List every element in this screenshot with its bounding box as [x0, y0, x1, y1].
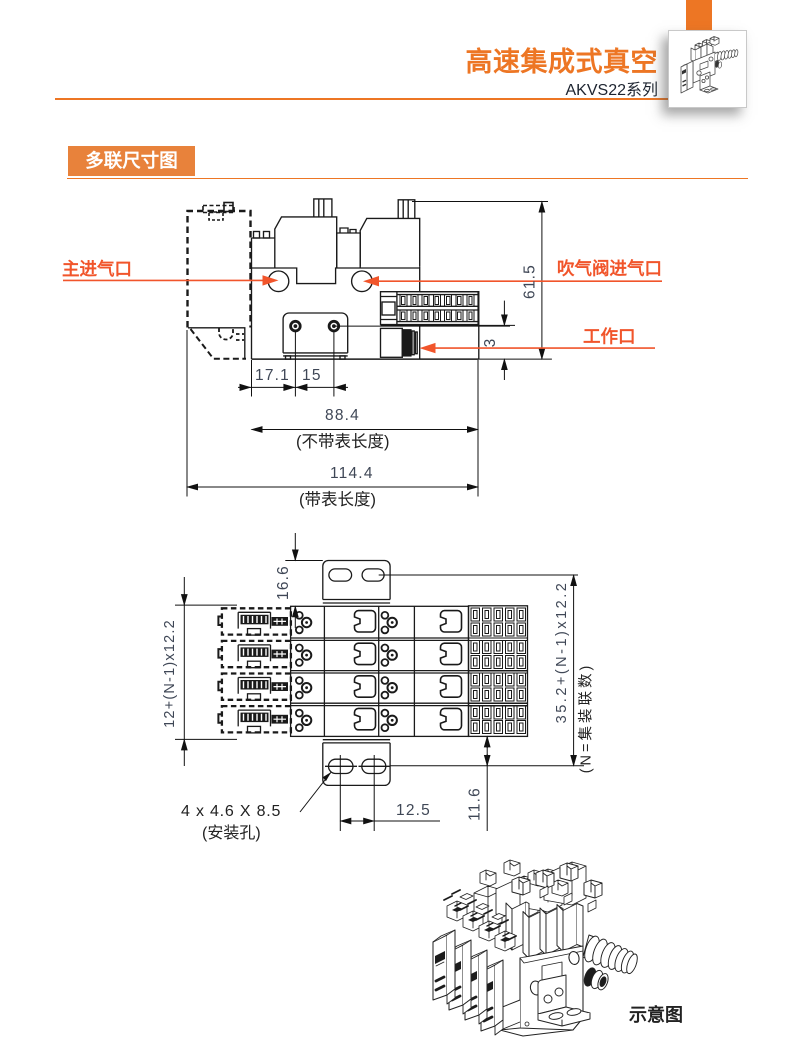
- svg-text:114.4: 114.4: [330, 465, 374, 482]
- svg-text:15: 15: [302, 367, 322, 384]
- svg-text:11.6: 11.6: [467, 787, 484, 821]
- svg-text:17.1: 17.1: [255, 367, 290, 384]
- svg-text:35.2+(N-1)x12.2: 35.2+(N-1)x12.2: [554, 581, 570, 724]
- svg-text:12+(N-1)x12.2: 12+(N-1)x12.2: [162, 619, 178, 728]
- svg-text:12.5: 12.5: [396, 802, 431, 819]
- svg-text:示意图: 示意图: [629, 1004, 683, 1025]
- svg-text:(安装孔): (安装孔): [202, 824, 261, 842]
- svg-text:(不带表长度): (不带表长度): [296, 432, 390, 451]
- svg-text:工作口: 工作口: [583, 327, 636, 347]
- svg-text:(带表长度): (带表长度): [299, 490, 376, 509]
- svg-text:3: 3: [482, 338, 499, 348]
- svg-text:主进气口: 主进气口: [62, 259, 132, 279]
- svg-text:16.6: 16.6: [275, 565, 292, 600]
- svg-text:88.4: 88.4: [325, 407, 360, 424]
- svg-text:吹气阀进气口: 吹气阀进气口: [557, 259, 662, 279]
- svg-text:(N=集装联数): (N=集装联数): [578, 663, 595, 774]
- svg-text:61.5: 61.5: [522, 264, 539, 299]
- svg-text:4 x 4.6 X 8.5: 4 x 4.6 X 8.5: [181, 803, 281, 820]
